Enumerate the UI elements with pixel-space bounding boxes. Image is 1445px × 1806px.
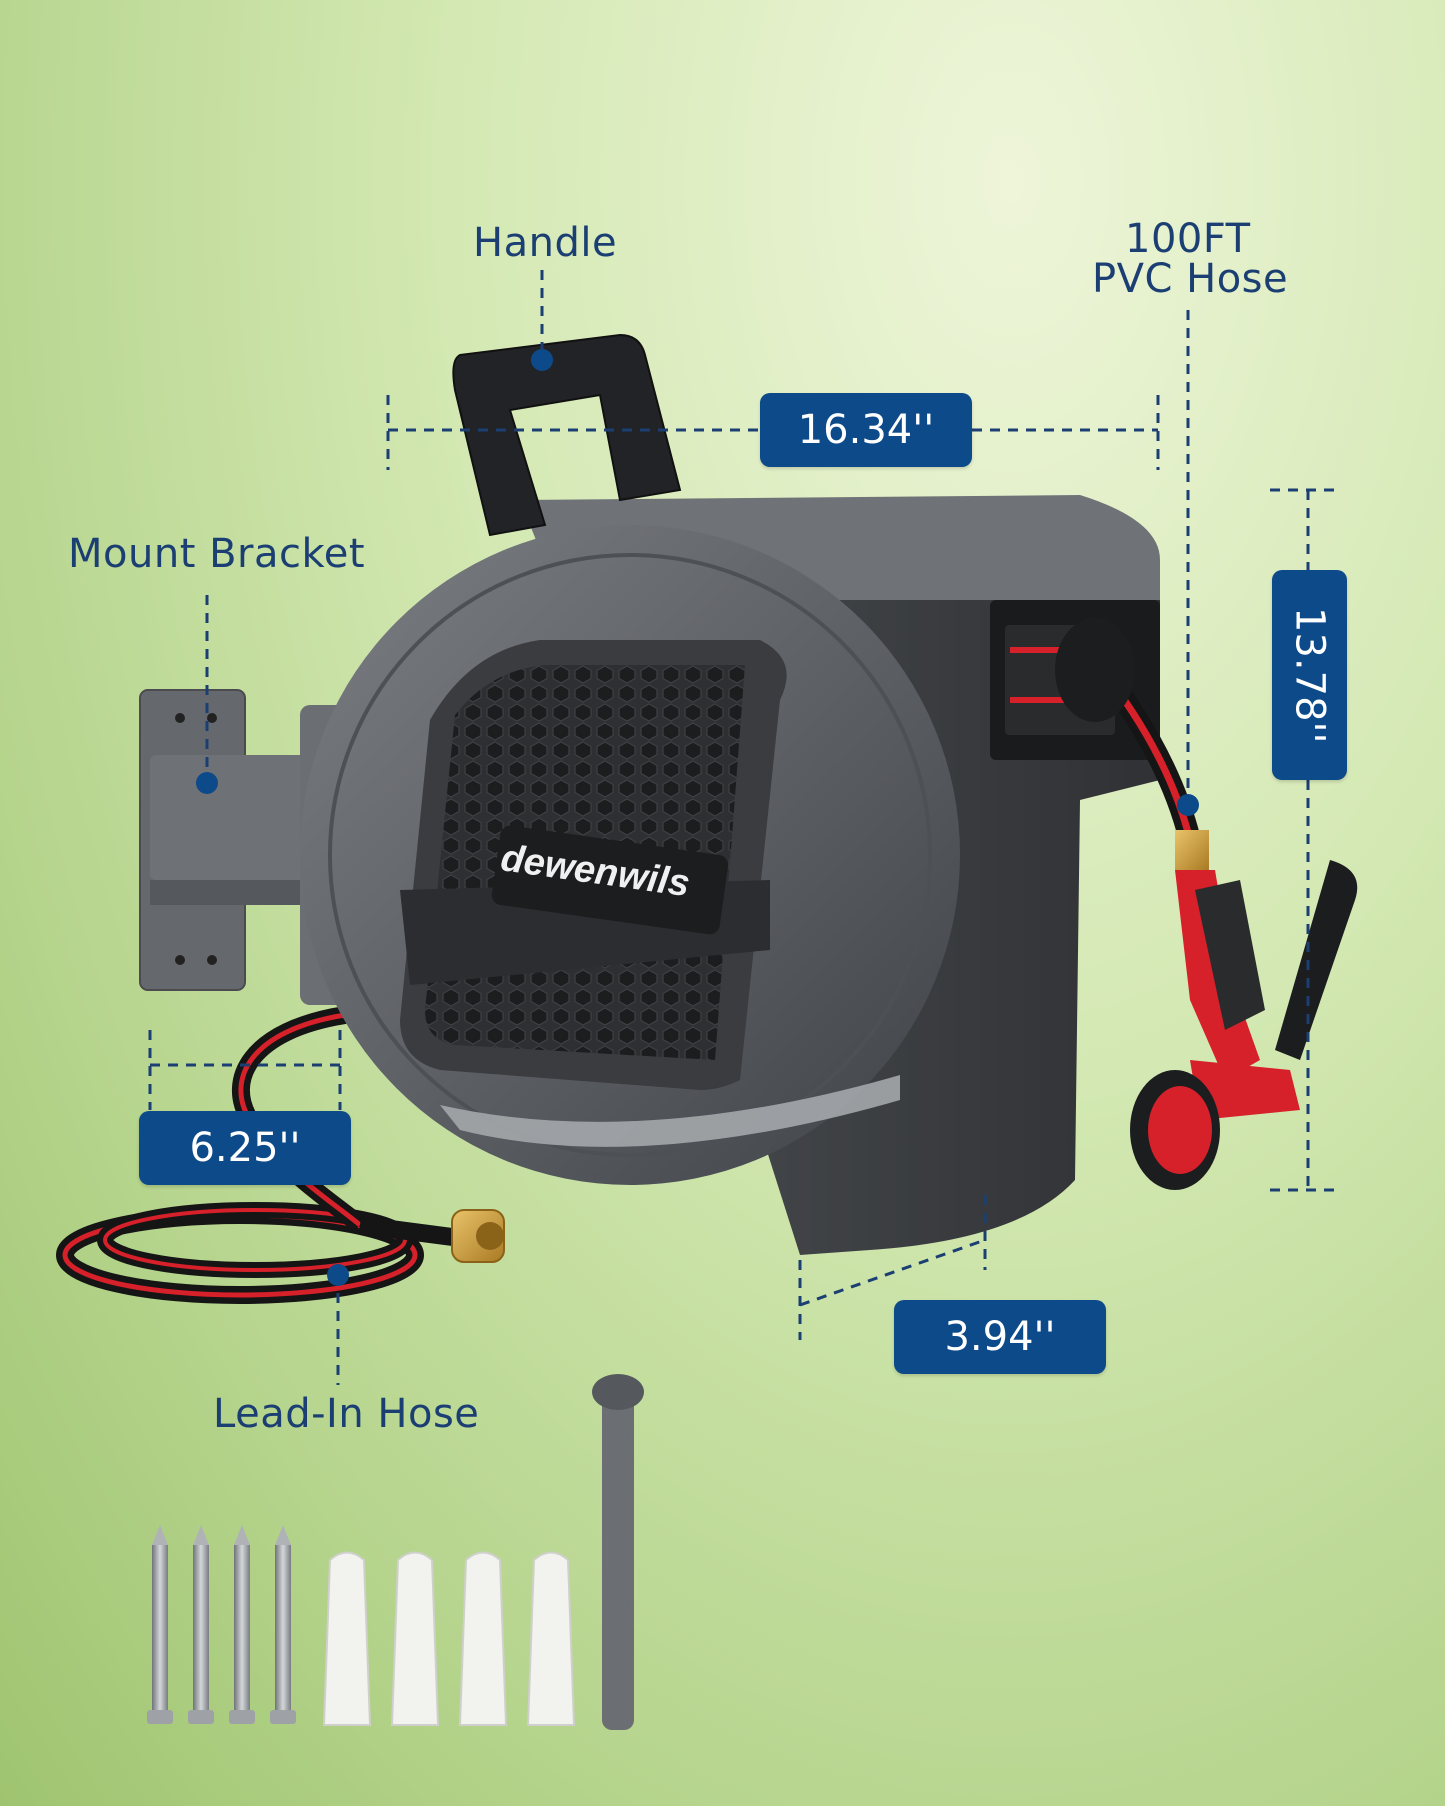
screw — [229, 1525, 255, 1724]
reel-housing — [300, 495, 1160, 1255]
dimension-bracket-badge: 6.25'' — [139, 1111, 351, 1185]
carry-handle — [452, 333, 682, 537]
dimension-lines — [148, 270, 1342, 1385]
dimension-dots — [196, 349, 1199, 1286]
screw — [147, 1525, 173, 1724]
wall-anchor — [322, 1551, 372, 1726]
screw — [188, 1525, 214, 1724]
screw — [270, 1525, 296, 1724]
hardware-kit — [147, 1374, 644, 1730]
label-handle: Handle — [473, 220, 618, 266]
dimension-width-badge: 16.34'' — [760, 393, 972, 467]
wall-anchor — [390, 1551, 440, 1726]
dimension-height-value: 13.78'' — [1286, 606, 1333, 744]
label-mount-bracket: Mount Bracket — [68, 531, 366, 577]
label-hose-line2: PVC Hose — [1092, 256, 1289, 302]
label-lead-in-hose: Lead-In Hose — [213, 1391, 480, 1437]
installation-tool — [592, 1374, 644, 1730]
dimension-height-badge: 13.78'' — [1272, 570, 1347, 780]
lead-in-hose-coil — [56, 1006, 505, 1304]
spray-nozzle — [1055, 618, 1358, 1190]
wall-anchor — [526, 1551, 576, 1726]
dimension-depth-badge: 3.94'' — [894, 1300, 1106, 1374]
wall-anchor — [458, 1551, 508, 1726]
label-hose-line1: 100FT — [1125, 216, 1251, 262]
